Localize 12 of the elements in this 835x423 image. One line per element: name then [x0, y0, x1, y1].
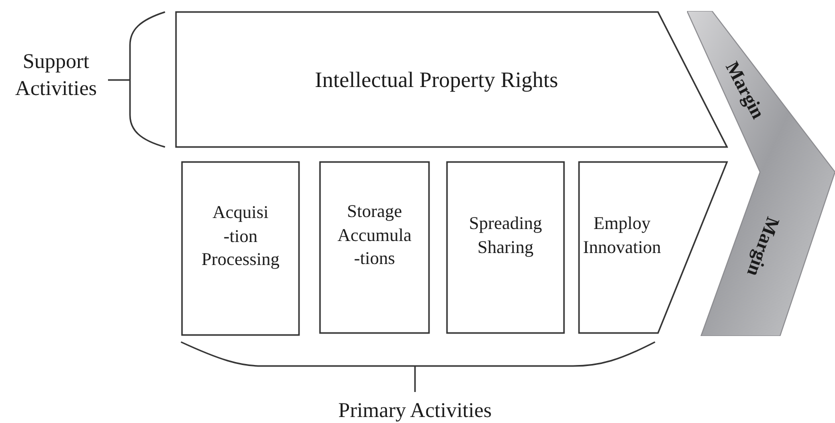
chevron-arrow [687, 11, 835, 336]
box-label: Spreading Sharing [468, 212, 543, 259]
box-label: Employ Innovation [582, 212, 662, 258]
process-box [446, 161, 565, 334]
process-box [319, 161, 430, 334]
process-box [578, 161, 728, 334]
box-label: Acquisi -tion Processing [200, 201, 280, 272]
box-label: Intellectual Property Rights [314, 66, 558, 94]
side-label: Support Activities [14, 48, 98, 102]
box-label: Storage Accumula -tions [336, 200, 412, 270]
process-box [181, 161, 300, 336]
bottom-label: Primary Activities [337, 397, 493, 423]
